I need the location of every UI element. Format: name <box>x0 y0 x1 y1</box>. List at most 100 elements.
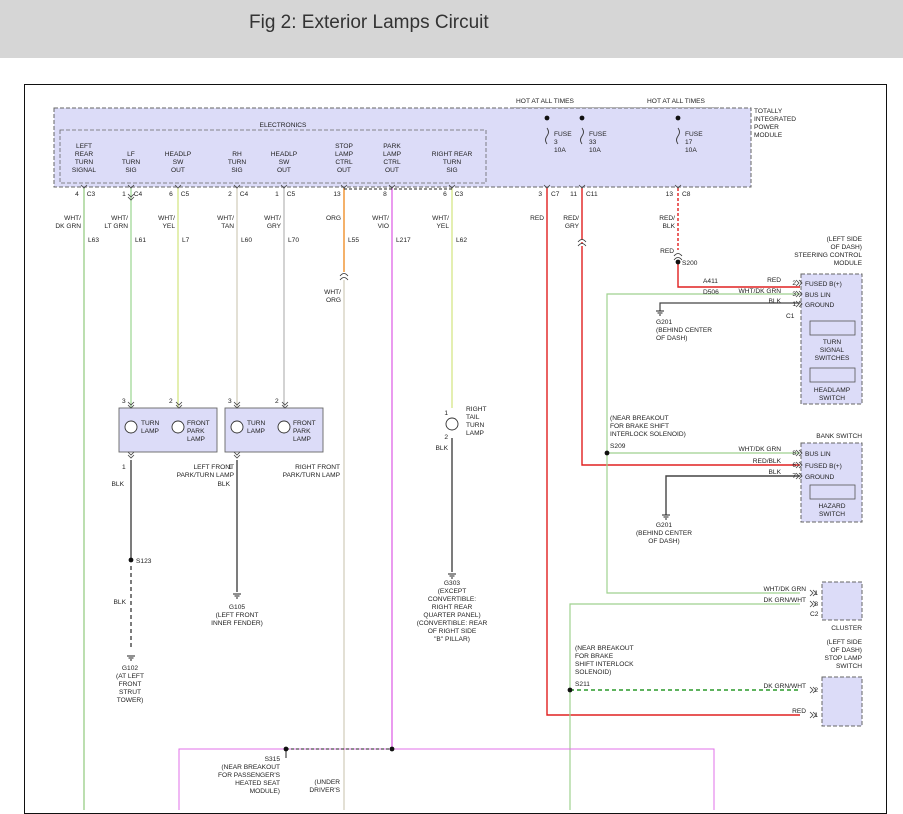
pin-number: 1 <box>814 590 818 597</box>
connector-id: C11 <box>586 191 598 198</box>
tipm-module <box>53 107 752 188</box>
wire-color-label: DK GRN <box>55 223 81 230</box>
ground-label: FRONT <box>119 681 142 688</box>
tipm-label: POWER <box>754 124 779 131</box>
hot-at-all-times-label: HOT AT ALL TIMES <box>647 98 706 105</box>
lamp-label: LAMP <box>141 428 160 435</box>
ground-label: G303 <box>444 580 460 587</box>
pin-function: FUSED B(+) <box>805 463 842 470</box>
fuse-junction <box>579 115 585 121</box>
tipm-output-label: TURN <box>122 159 141 166</box>
wire-break-wht-org <box>339 273 349 281</box>
tipm-output-label: LAMP <box>335 151 354 158</box>
ground-label: (BEHIND CENTER <box>656 327 712 334</box>
switch-label: HEADLAMP <box>814 387 851 394</box>
splice-note: FOR BRAKE <box>575 653 614 660</box>
ground-label: TOWER) <box>117 697 144 704</box>
fuse-label: 10A <box>685 147 697 154</box>
turn-signal-switch-box <box>809 320 856 336</box>
hazard-switch-box <box>809 484 856 500</box>
module-title: OF DASH) <box>830 647 862 654</box>
connector-id: C4 <box>240 191 249 198</box>
splice-note: (NEAR BREAKOUT <box>221 764 280 771</box>
connector-chevron <box>809 600 817 608</box>
connector-id: C7 <box>551 191 560 198</box>
wire-color-label: WHT/ <box>158 215 175 222</box>
pin-number: 8 <box>792 450 796 457</box>
switch-label: SWITCH <box>819 511 845 518</box>
module-title: (LEFT SIDE <box>827 639 863 646</box>
connector-chevron <box>795 472 803 480</box>
pin-number: 2 <box>169 398 173 405</box>
wire-red-gry <box>581 188 800 466</box>
wire-color-label: GRY <box>267 223 282 230</box>
wire-color-label: WHT/DK GRN <box>739 446 782 453</box>
pin-number: 6 <box>169 191 173 198</box>
module-title: BANK SWITCH <box>816 433 862 440</box>
lamp-name: RIGHT FRONT <box>295 464 340 471</box>
circuit-id: L70 <box>288 237 299 244</box>
tipm-output-label: SW <box>173 159 184 166</box>
ground-g105 <box>233 593 241 599</box>
circuit-id: L217 <box>396 237 411 244</box>
fuse-icon <box>676 127 680 145</box>
lamp-label: LAMP <box>293 436 312 443</box>
wire-color-label: RED/BLK <box>753 458 782 465</box>
connector-id: C3 <box>455 191 464 198</box>
stop-lamp-switch <box>821 676 863 727</box>
bank-switch <box>800 442 863 523</box>
connector-id: C4 <box>134 191 143 198</box>
lamp-label: TURN <box>141 420 160 427</box>
wire-color-label: WHT/ <box>264 215 281 222</box>
module-title: MODULE <box>834 260 863 267</box>
switch-label: SWITCHES <box>815 355 850 362</box>
splice-s315 <box>283 746 289 752</box>
wire-dk-grn-wht <box>569 603 800 810</box>
tipm-output-label: REAR <box>75 151 94 158</box>
connector-chevron <box>233 401 241 409</box>
tipm-output-label: TURN <box>75 159 94 166</box>
fuse-label: FUSE <box>554 131 572 138</box>
pin-function: GROUND <box>805 474 835 481</box>
splice-note: SOLENOID) <box>575 669 611 676</box>
splice-label: S315 <box>265 756 281 763</box>
pin-number: 8 <box>814 601 818 608</box>
tipm-output-label: OUT <box>171 167 185 174</box>
splice-label: S123 <box>136 558 152 565</box>
ground-label: (CONVERTIBLE: REAR <box>417 620 488 627</box>
tipm-output-label: LAMP <box>383 151 402 158</box>
bulb-icon <box>230 420 244 434</box>
wire-color-label: RED <box>660 248 674 255</box>
lamp-label: LAMP <box>187 436 206 443</box>
title-bar: Fig 2: Exterior Lamps Circuit <box>0 0 903 58</box>
splice-note: DRIVER'S <box>309 787 340 794</box>
connector-chevron <box>233 184 241 189</box>
wire-color-label: BLK <box>114 599 127 606</box>
hot-at-all-times-label: HOT AT ALL TIMES <box>516 98 575 105</box>
fuse-label: FUSE <box>589 131 607 138</box>
splice-label: S211 <box>575 681 590 688</box>
pin-number: 1 <box>444 410 448 417</box>
tipm-output-label: PARK <box>383 143 401 150</box>
wire-color-label: BLK <box>436 445 449 452</box>
wire-color-label: RED <box>530 215 544 222</box>
splice-s209 <box>604 450 610 456</box>
splice-note: MODULE) <box>250 788 280 795</box>
lamp-name: RIGHT <box>466 406 487 413</box>
connector-chevron <box>233 451 241 459</box>
fuse-icon <box>580 127 584 145</box>
module-title: SWITCH <box>836 663 862 670</box>
connector-chevron <box>174 184 182 189</box>
wire-bus-lin <box>606 293 800 594</box>
wire-color-label: WHT/DK GRN <box>739 288 782 295</box>
tipm-output-label: TURN <box>443 159 462 166</box>
fuse-label: 10A <box>554 147 566 154</box>
module-title: CLUSTER <box>831 625 862 632</box>
wire-color-label: WHT/ <box>372 215 389 222</box>
fuse-label: 10A <box>589 147 601 154</box>
pin-function: FUSED B(+) <box>805 281 842 288</box>
connector-chevron <box>80 184 88 189</box>
ground-label: G201 <box>656 319 672 326</box>
fuse-label: FUSE <box>685 131 703 138</box>
right-front-lamp-box <box>224 407 324 453</box>
